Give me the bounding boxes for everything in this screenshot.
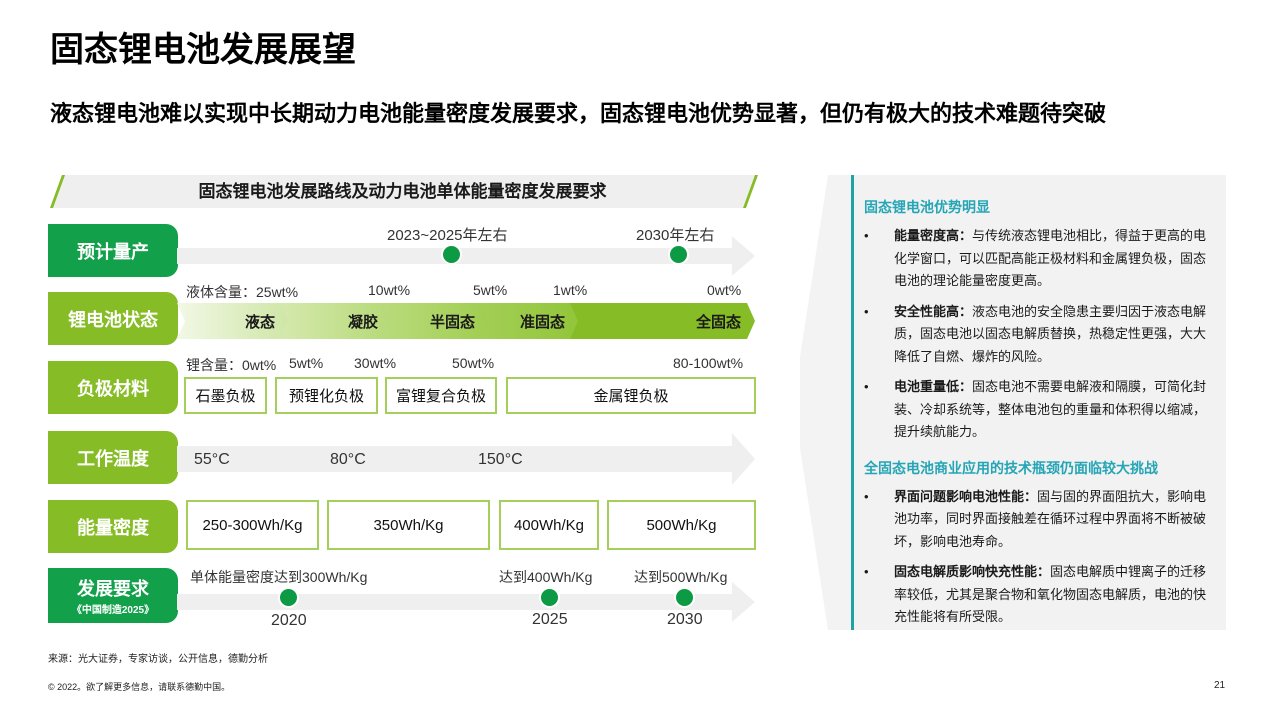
item-title: 界面问题影响电池性能： (894, 488, 1038, 504)
stage-liquid: 液态 (177, 303, 289, 339)
stage-all-solid: 全固态 (570, 303, 755, 339)
row-label-density: 能量密度 (48, 500, 178, 553)
anode-type-box: 金属锂负极 (506, 377, 756, 414)
milestone-dot (441, 244, 462, 265)
list-item: • 安全性能高：液态电池的安全隐患主要归因于液态电解质，固态电池以固态电解质替换，… (864, 301, 1216, 369)
bullet: • (864, 228, 869, 243)
anode-type-box: 富锂复合负极 (385, 377, 497, 414)
item-text: 固态电解质中锂离子的迁移率较低，尤其是聚合物和氧化物固态电解质，电池的快充性能将… (894, 564, 1207, 624)
target-label: 达到500Wh/Kg (634, 569, 728, 585)
insight-panel: 固态锂电池优势明显 • 能量密度高：与传统液态锂电池相比，得益于更高的电化学窗口，… (851, 175, 1226, 630)
list-item: • 界面问题影响电池性能：固与固的界面阻抗大，影响电池功率，同时界面接触差在循环过… (864, 486, 1216, 554)
page-number: 21 (1214, 680, 1226, 691)
stage-gel: 凝胶 (280, 303, 392, 339)
row-label-text: 发展要求 (77, 579, 149, 599)
liquid-content-label: 0wt% (707, 282, 742, 298)
liquid-content-label: 5wt% (473, 282, 508, 298)
density-box: 350Wh/Kg (327, 500, 490, 550)
panel-heading-advantages: 固态锂电池优势明显 (864, 199, 990, 215)
li-content-label: 5wt% (289, 355, 324, 371)
panel-pointer-decoration (800, 175, 852, 630)
panel-heading-challenges: 全固态电池商业应用的技术瓶颈仍面临较大挑战 (864, 459, 1158, 476)
list-item: • 能量密度高：与传统液态锂电池相比，得益于更高的电化学窗口，可以匹配高能正极材料… (864, 225, 1216, 293)
li-content-label: 30wt% (354, 355, 397, 371)
year-label: 2020 (271, 612, 307, 629)
item-title: 能量密度高： (894, 228, 973, 243)
item-text: 液态电池的安全隐患主要归因于液态电解质，固态电池以固态电解质替换，热稳定性更强，… (894, 303, 1207, 364)
row-label-text: 负极材料 (77, 378, 149, 399)
item-title: 电池重量低： (894, 379, 973, 394)
page-subtitle: 液态锂电池难以实现中长期动力电池能量密度发展要求，固态锂电池优势显著，但仍有极大… (50, 101, 1107, 126)
stage-label: 液态 (244, 313, 275, 331)
copyright: © 2022。欲了解更多信息，请联系德勤中国。 (48, 682, 231, 692)
li-content-label: 50wt% (452, 355, 495, 371)
item-text: 固态电池不需要电解液和隔膜，可简化封装、冷却系统等，整体电池包的重量和体积得以缩… (894, 379, 1207, 439)
bullet: • (864, 303, 869, 319)
item-text: 与传统液态锂电池相比，得益于更高的电化学窗口，可以匹配高能正极材料和金属锂负极，… (894, 228, 1207, 288)
temperature-value: 55°C (194, 451, 230, 468)
row-label-temperature: 工作温度 (48, 431, 178, 484)
stage-label: 准固态 (519, 313, 565, 331)
stage-label: 凝胶 (347, 313, 378, 331)
liquid-content-label: 液体含量：25wt% (186, 284, 299, 300)
li-content-label: 锂含量：0wt% (186, 357, 277, 373)
source-note: 来源：光大证券，专家访谈，公开信息，德勤分析 (48, 654, 268, 665)
anode-type-box: 石墨负极 (184, 377, 267, 414)
row-label-state: 锂电池状态 (48, 292, 178, 345)
diagram-banner (50, 175, 755, 208)
target-label: 达到400Wh/Kg (499, 569, 593, 585)
year-dot (539, 587, 560, 608)
stage-label: 半固态 (429, 313, 475, 331)
row-label-production: 预计量产 (48, 224, 178, 277)
stage-quasi-solid: 准固态 (480, 303, 579, 339)
milestone-dot (668, 244, 689, 265)
temperature-arrow (177, 433, 755, 485)
density-box: 500Wh/Kg (607, 500, 756, 550)
year-label: 2030 (667, 611, 703, 628)
row-label-text: 预计量产 (77, 241, 149, 262)
row-sublabel: 《中国制造2025》 (71, 605, 155, 616)
stage-semi-solid: 半固态 (383, 303, 489, 339)
row-label-text: 工作温度 (77, 448, 149, 469)
target-label: 单体能量密度达到300Wh/Kg (190, 569, 368, 585)
row-label-text: 能量密度 (77, 517, 149, 538)
row-label-anode: 负极材料 (48, 361, 178, 414)
year-dot (278, 587, 299, 608)
list-item: • 电池重量低：固态电池不需要电解液和隔膜，可简化封装、冷却系统等，整体电池包的重… (864, 376, 1216, 444)
year-label: 2025 (532, 611, 568, 628)
stage-label: 全固态 (695, 313, 741, 331)
bullet: • (864, 564, 869, 579)
density-box: 250-300Wh/Kg (186, 500, 319, 550)
anode-type-box: 预锂化负极 (275, 377, 378, 414)
row-label-requirement: 发展要求 《中国制造2025》 (48, 568, 178, 623)
milestone-label: 2023~2025年左右 (387, 227, 508, 244)
li-content-label: 80-100wt% (673, 355, 744, 371)
diagram-title: 固态锂电池发展路线及动力电池单体能量密度发展要求 (198, 182, 607, 201)
liquid-content-label: 1wt% (553, 282, 588, 298)
temperature-value: 150°C (478, 451, 523, 468)
milestone-label: 2030年左右 (636, 227, 715, 244)
item-title: 安全性能高： (894, 303, 973, 319)
year-dot (674, 587, 695, 608)
row-label-text: 锂电池状态 (68, 309, 158, 330)
item-text: 固与固的界面阻抗大，影响电池功率，同时界面接触差在循环过程中界面将不断被破坏，影… (894, 488, 1207, 549)
bullet: • (864, 379, 869, 394)
page-title: 固态锂电池发展展望 (50, 31, 356, 69)
bullet: • (864, 488, 869, 504)
temperature-value: 80°C (330, 451, 366, 468)
list-item: • 固态电解质影响快充性能：固态电解质中锂离子的迁移率较低，尤其是聚合物和氧化物固… (864, 561, 1216, 629)
density-box: 400Wh/Kg (499, 500, 599, 550)
liquid-content-label: 10wt% (368, 282, 411, 298)
item-title: 固态电解质影响快充性能： (894, 564, 1051, 579)
